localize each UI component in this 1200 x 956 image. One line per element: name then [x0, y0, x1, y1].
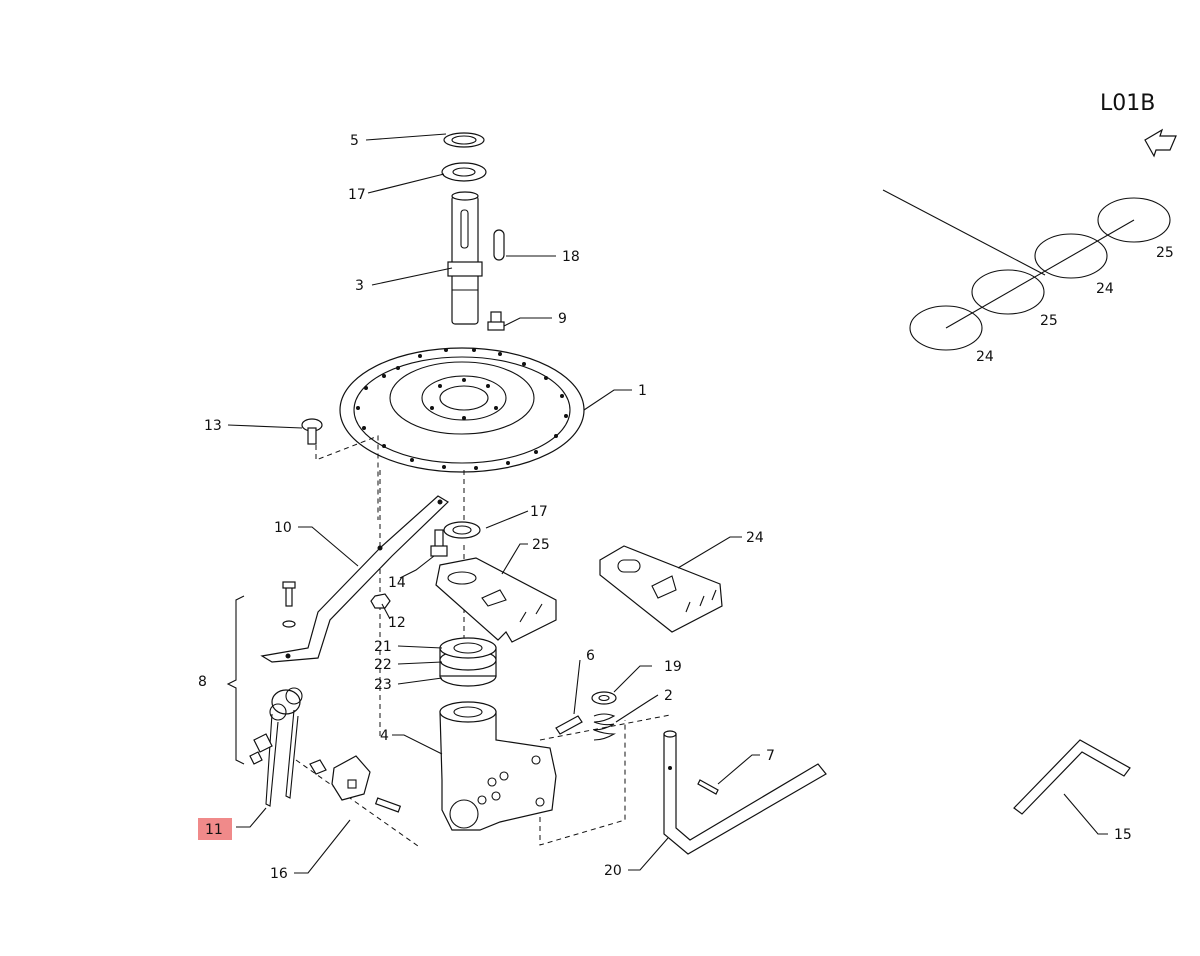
highlight-box — [198, 818, 232, 840]
part-label: 24 — [746, 530, 764, 546]
part-label: 16 — [270, 866, 288, 882]
layout-disc — [1097, 197, 1171, 243]
part-label: 5 — [350, 133, 359, 149]
key — [493, 229, 505, 261]
tine-assembly — [249, 581, 402, 813]
screw — [487, 311, 505, 331]
holder-plate-alt — [599, 545, 723, 633]
part-label: 15 — [1114, 827, 1132, 843]
lock-pin — [697, 779, 719, 795]
bracket-arm — [260, 495, 449, 663]
part-label: 10 — [274, 520, 292, 536]
hex-bolt — [430, 529, 448, 557]
layout-disc — [971, 269, 1045, 315]
bracket-l — [1013, 739, 1131, 815]
rotor-housing — [439, 701, 557, 831]
adjusting-lever — [663, 730, 827, 855]
part-label: 2 — [664, 688, 673, 704]
washer-middle — [443, 521, 481, 539]
layout-disc — [909, 305, 983, 351]
diagram-code: L01B — [1100, 91, 1155, 116]
part-label: 21 — [374, 639, 392, 655]
part-label: 9 — [558, 311, 567, 327]
part-label: 20 — [604, 863, 622, 879]
part-label: 3 — [355, 278, 364, 294]
part-label: 14 — [388, 575, 406, 591]
spring-pin — [555, 715, 583, 735]
part-label: 6 — [586, 648, 595, 664]
washer-small — [591, 691, 617, 705]
part-label: 12 — [388, 615, 406, 631]
part-label-highlighted: 11 — [205, 822, 223, 838]
compression-spring — [593, 713, 616, 741]
layout-label: 24 — [1096, 281, 1114, 297]
washer-top — [441, 162, 487, 182]
part-labels: 5 17 3 18 9 1 13 10 17 14 12 25 24 21 22… — [198, 133, 1132, 882]
part-label: 18 — [562, 249, 580, 265]
hex-nut — [370, 593, 391, 609]
layout-label: 25 — [1156, 245, 1174, 261]
part-label: 22 — [374, 657, 392, 673]
direction-arrow-icon — [1144, 128, 1177, 158]
shaft — [447, 191, 483, 325]
carriage-bolt — [301, 418, 323, 445]
layout-label: 25 — [1040, 313, 1058, 329]
rotor-disc — [339, 347, 585, 473]
part-label: 7 — [766, 748, 775, 764]
part-label: 17 — [348, 187, 366, 203]
part-label: 8 — [198, 674, 207, 690]
part-label: 19 — [664, 659, 682, 675]
part-label: 13 — [204, 418, 222, 434]
circlip — [443, 132, 485, 148]
bearing-stack — [439, 637, 497, 687]
holder-plate — [435, 557, 557, 643]
part-label: 1 — [638, 383, 647, 399]
layout-disc — [1034, 233, 1108, 279]
part-label: 23 — [374, 677, 392, 693]
rotor-layout-diagram: 24 25 24 25 — [882, 189, 1174, 365]
part-label: 25 — [532, 537, 550, 553]
layout-label: 24 — [976, 349, 994, 365]
part-label: 4 — [380, 728, 389, 744]
leader-lines — [227, 133, 1108, 874]
part-label: 17 — [530, 504, 548, 520]
